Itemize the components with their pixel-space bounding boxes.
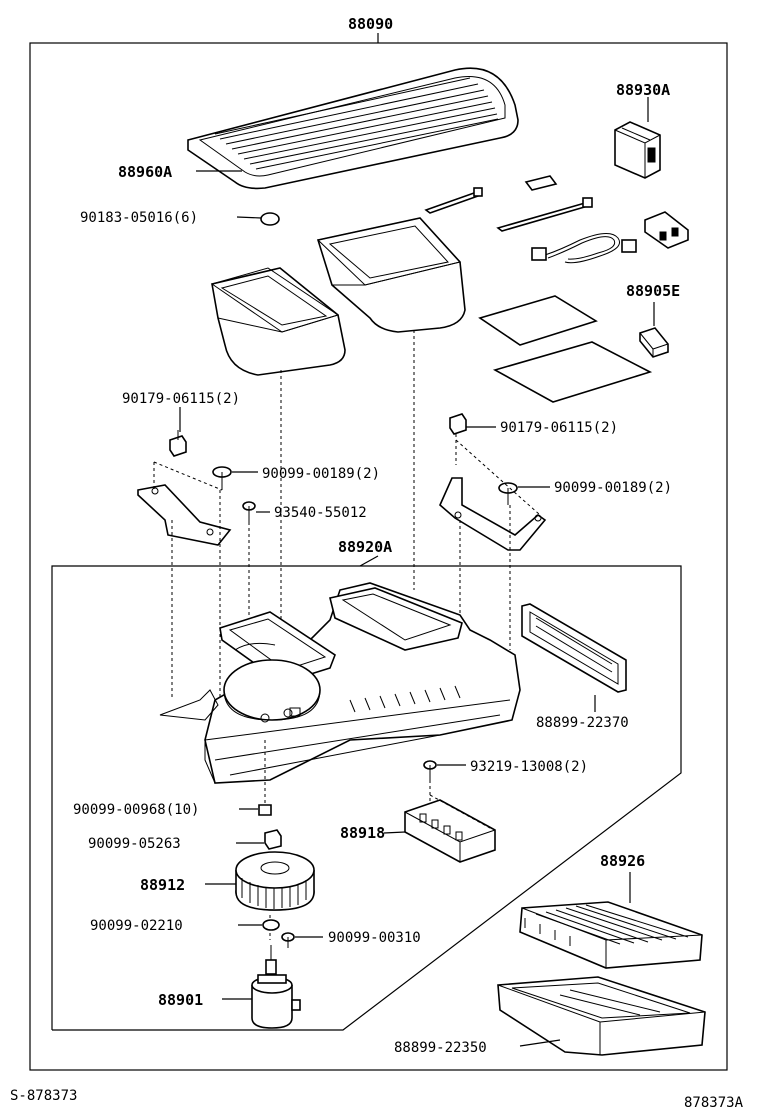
footer-left-code: S-878373 bbox=[10, 1088, 77, 1104]
clip-part bbox=[260, 212, 280, 226]
harness-part bbox=[531, 233, 637, 264]
label-88912: 88912 bbox=[140, 876, 185, 894]
nut-right-part bbox=[449, 413, 467, 435]
side-cover-part bbox=[521, 603, 627, 693]
label-90099-00310: 90099-00310 bbox=[328, 930, 421, 946]
washer-part bbox=[262, 919, 280, 931]
duct-left-part bbox=[210, 267, 346, 376]
nut-left-part bbox=[169, 430, 187, 457]
label-88920A: 88920A bbox=[338, 538, 392, 556]
label-88901: 88901 bbox=[158, 991, 203, 1009]
bracket-right-part bbox=[439, 477, 547, 551]
label-90179-06115-right: 90179-06115(2) bbox=[500, 420, 618, 436]
label-88899-22350: 88899-22350 bbox=[394, 1040, 487, 1056]
clip-motor-part bbox=[281, 932, 295, 948]
label-90099-00189-right: 90099-00189(2) bbox=[554, 480, 672, 496]
filter-part bbox=[519, 901, 703, 969]
bracket-left-part bbox=[137, 484, 232, 546]
resistor-part bbox=[404, 799, 496, 863]
label-88926: 88926 bbox=[600, 852, 645, 870]
screw-left-part bbox=[242, 501, 256, 522]
nut-motor-part bbox=[264, 829, 282, 850]
footer-right-code: 878373A bbox=[684, 1095, 744, 1111]
bolt-left-part bbox=[212, 466, 232, 490]
switch-part bbox=[614, 121, 661, 179]
connector-part bbox=[644, 211, 689, 249]
filter-cover-part bbox=[187, 67, 519, 190]
foam-sheet-part-2 bbox=[492, 341, 653, 403]
wire-tie-part-2 bbox=[496, 197, 593, 232]
unit-frame bbox=[51, 565, 682, 1031]
label-88918: 88918 bbox=[340, 824, 385, 842]
label-93540-55012: 93540-55012 bbox=[274, 505, 367, 521]
unit-housing-part bbox=[159, 582, 521, 784]
bolt-right-part bbox=[498, 482, 518, 505]
wire-tie-part bbox=[424, 187, 483, 214]
filter-case-part bbox=[497, 976, 706, 1056]
fan-part bbox=[235, 851, 315, 911]
foam-sheet-part bbox=[478, 295, 598, 346]
label-88930A: 88930A bbox=[616, 81, 670, 99]
relay-part bbox=[639, 327, 669, 358]
label-90183-05016: 90183-05016(6) bbox=[80, 210, 198, 226]
label-88905E: 88905E bbox=[626, 282, 680, 300]
motor-part bbox=[251, 945, 301, 1029]
duct-right-part bbox=[316, 217, 466, 333]
tape-part bbox=[524, 175, 558, 191]
label-90099-00189-left: 90099-00189(2) bbox=[262, 466, 380, 482]
label-88960A: 88960A bbox=[118, 163, 172, 181]
screw-mid-part bbox=[423, 760, 437, 780]
label-93219-13008: 93219-13008(2) bbox=[470, 759, 588, 775]
label-88090: 88090 bbox=[348, 15, 393, 33]
screw-motor-part bbox=[258, 804, 272, 816]
label-88899-22370: 88899-22370 bbox=[536, 715, 629, 731]
label-90099-02210: 90099-02210 bbox=[90, 918, 183, 934]
label-90099-05263: 90099-05263 bbox=[88, 836, 181, 852]
label-90179-06115-left: 90179-06115(2) bbox=[122, 391, 240, 407]
label-90099-00968: 90099-00968(10) bbox=[73, 802, 199, 818]
